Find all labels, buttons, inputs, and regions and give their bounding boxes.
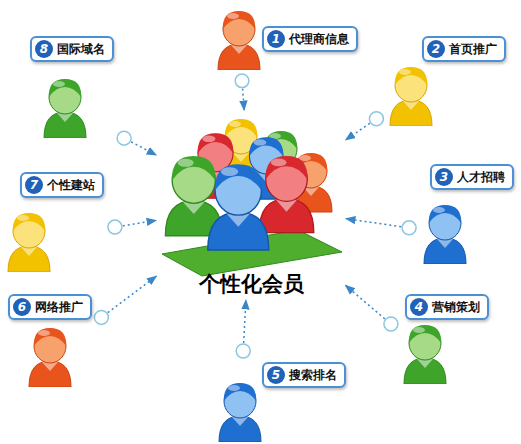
dotted-arrow xyxy=(346,285,398,331)
callout-number: 6 xyxy=(13,298,31,316)
member-callout: 2首页推广 xyxy=(383,33,509,129)
callout-number: 4 xyxy=(410,298,428,316)
person-icon xyxy=(400,322,450,384)
callout-text: 网络推广 xyxy=(35,299,83,316)
person-icon xyxy=(386,64,436,126)
member-callout: 6网络推广 xyxy=(5,291,95,390)
speech-bubble: 6网络推广 xyxy=(8,294,92,320)
start-ring xyxy=(94,310,108,324)
dotted-arrow xyxy=(235,74,249,110)
person-icon xyxy=(215,380,265,442)
callout-text: 代理商信息 xyxy=(289,31,349,48)
person-icon xyxy=(25,325,75,387)
callout-number: 1 xyxy=(267,30,285,48)
person-figure xyxy=(420,202,470,268)
callout-text: 个性建站 xyxy=(47,177,95,194)
start-ring xyxy=(384,317,398,331)
start-ring xyxy=(402,221,416,235)
person-figure xyxy=(386,64,436,130)
start-ring xyxy=(117,131,131,145)
person-icon xyxy=(40,76,90,138)
callout-number: 2 xyxy=(427,40,445,58)
person-figure xyxy=(214,8,264,74)
callout-text: 国际域名 xyxy=(57,41,105,58)
callout-number: 7 xyxy=(25,176,43,194)
member-callout: 7个性建站 xyxy=(1,169,107,275)
speech-bubble: 8国际域名 xyxy=(30,36,114,62)
callout-text: 搜索排名 xyxy=(289,367,337,384)
callout-text: 人才招聘 xyxy=(457,169,505,186)
group-illustration xyxy=(158,112,344,298)
speech-bubble: 7个性建站 xyxy=(20,172,104,198)
start-ring xyxy=(369,112,383,126)
person-figure xyxy=(215,380,265,444)
start-ring xyxy=(236,344,250,358)
person-icon xyxy=(420,202,470,264)
connector-line xyxy=(108,276,157,313)
member-callout: 5搜索排名 xyxy=(212,359,349,444)
person-figure xyxy=(40,76,90,142)
member-callout: 4营销策划 xyxy=(397,291,492,387)
dotted-arrow xyxy=(346,112,384,140)
dotted-arrow xyxy=(94,276,156,324)
center-label: 个性化会员 xyxy=(158,270,344,298)
callout-number: 5 xyxy=(267,366,285,384)
person-figure xyxy=(25,325,75,391)
person-figure xyxy=(4,210,54,276)
speech-bubble: 3人才招聘 xyxy=(430,164,514,190)
member-group: 个性化会员 xyxy=(158,112,344,298)
connector-line xyxy=(131,142,156,155)
speech-bubble: 1代理商信息 xyxy=(262,26,358,52)
speech-bubble: 5搜索排名 xyxy=(262,362,346,388)
dotted-arrow xyxy=(108,220,156,234)
dotted-arrow xyxy=(346,219,416,235)
person-icon xyxy=(214,8,264,70)
connector-line xyxy=(123,220,156,225)
person-icon xyxy=(4,210,54,272)
callout-text: 营销策划 xyxy=(432,299,480,316)
dotted-arrow xyxy=(236,300,250,358)
connector-line xyxy=(346,219,401,227)
speech-bubble: 2首页推广 xyxy=(422,36,506,62)
connector-line xyxy=(244,300,246,343)
callout-number: 3 xyxy=(435,168,453,186)
connector-line xyxy=(243,89,245,110)
start-ring xyxy=(235,74,249,88)
member-callout: 1代理商信息 xyxy=(211,5,361,73)
callout-number: 8 xyxy=(35,40,53,58)
member-callout: 3人才招聘 xyxy=(417,161,517,267)
connector-line xyxy=(346,285,385,318)
member-callout: 8国际域名 xyxy=(27,33,117,141)
dotted-arrow xyxy=(117,131,156,155)
speech-bubble: 4营销策划 xyxy=(405,294,489,320)
person-figure xyxy=(400,322,450,388)
callout-text: 首页推广 xyxy=(449,41,497,58)
start-ring xyxy=(108,220,122,234)
connector-line xyxy=(346,123,370,140)
